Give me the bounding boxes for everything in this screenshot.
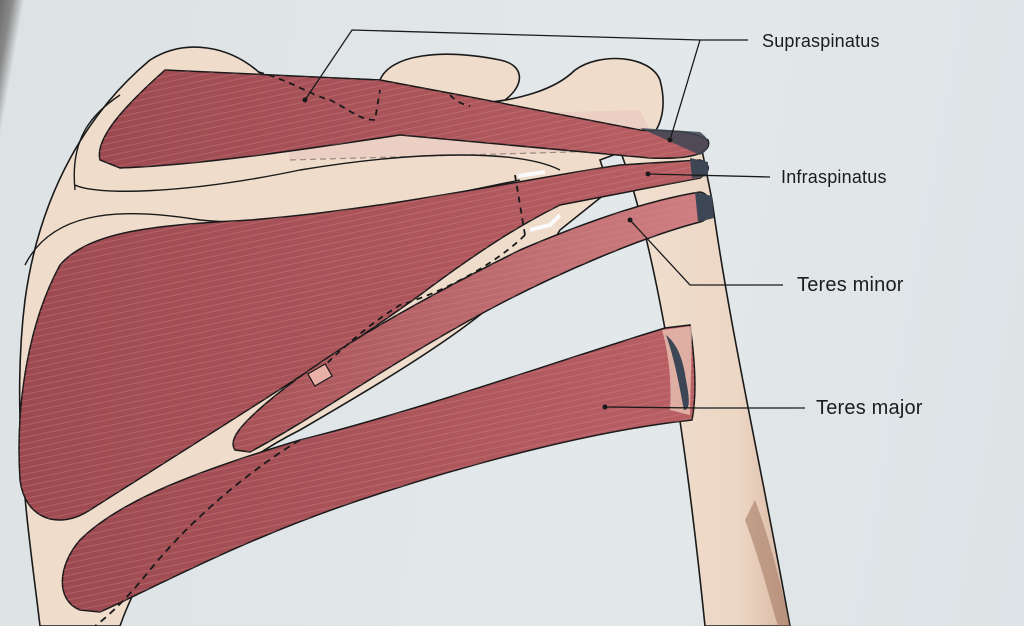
- label-supraspinatus: Supraspinatus: [762, 31, 880, 51]
- humerus-bone: [618, 139, 791, 626]
- label-teres-major: Teres major: [816, 397, 923, 419]
- label-infraspinatus: Infraspinatus: [781, 167, 887, 187]
- leader-lines: [304, 29, 805, 409]
- label-teres-minor: Teres minor: [797, 274, 904, 296]
